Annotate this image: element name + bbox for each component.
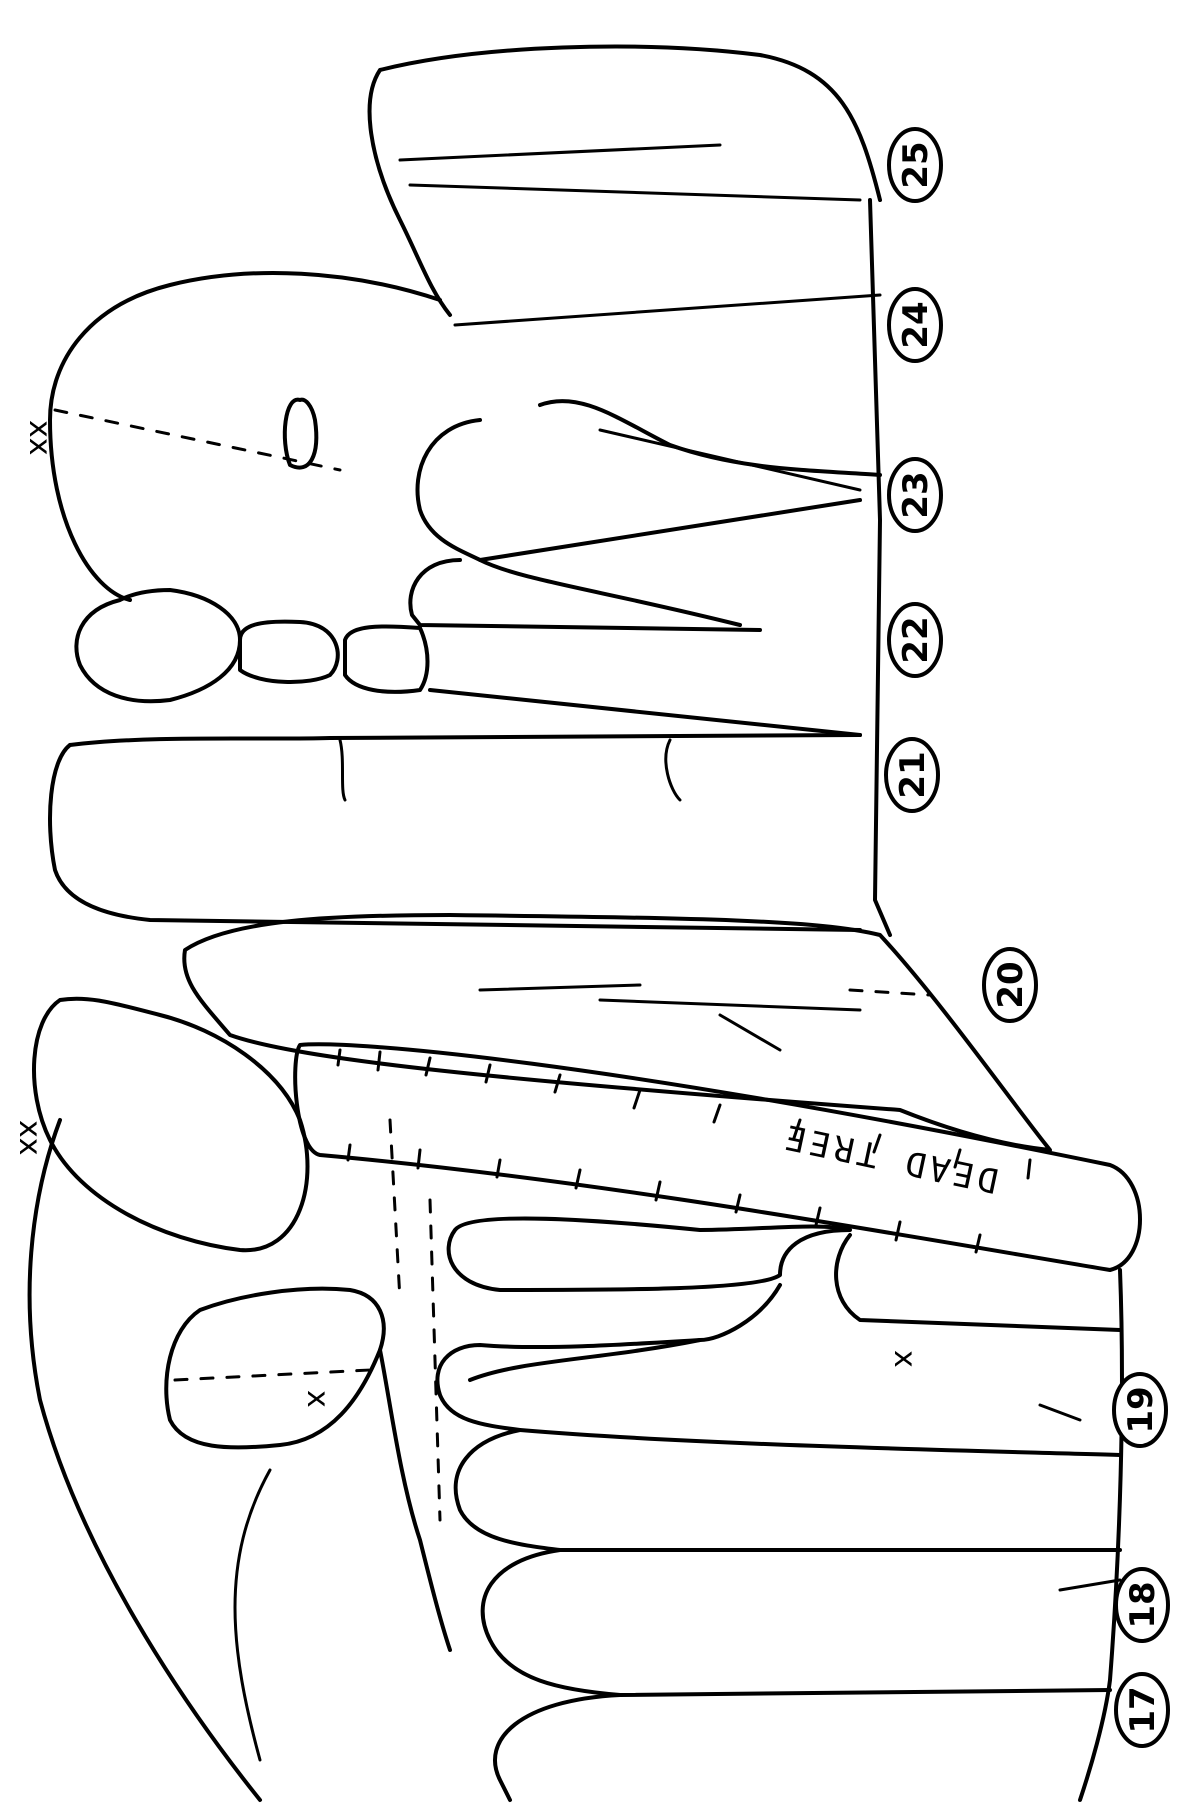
svg-text:22: 22 — [896, 616, 936, 663]
x-mark-top: xx — [22, 420, 57, 456]
dead-tree-log — [295, 1044, 1140, 1270]
x-mark-middle: xx — [12, 1120, 47, 1156]
log-label: DEAD TREE — [778, 1115, 1002, 1200]
svg-text:20: 20 — [991, 961, 1031, 1008]
stone-label-17: 17 — [1116, 1674, 1168, 1746]
upper-rock-formation — [50, 47, 1050, 1150]
lower-rock-formation — [30, 999, 1122, 1800]
x-mark-lower-left: x — [300, 1390, 335, 1408]
svg-text:23: 23 — [896, 471, 936, 518]
stone-label-25: 25 — [889, 129, 941, 201]
svg-text:19: 19 — [1121, 1386, 1161, 1433]
stone-label-22: 22 — [889, 604, 941, 676]
x-mark-lower-right: x — [887, 1350, 922, 1368]
svg-text:17: 17 — [1123, 1686, 1163, 1733]
stone-label-19: 19 — [1114, 1374, 1166, 1446]
stone-label-24: 24 — [889, 289, 941, 361]
svg-text:24: 24 — [896, 301, 936, 348]
svg-text:25: 25 — [896, 141, 936, 188]
svg-text:21: 21 — [893, 751, 933, 798]
stone-label-20: 20 — [984, 949, 1036, 1021]
stone-label-23: 23 — [889, 459, 941, 531]
stone-labels: 25 24 23 22 21 20 19 18 — [886, 129, 1168, 1746]
stone-label-21: 21 — [886, 739, 938, 811]
svg-text:18: 18 — [1123, 1581, 1163, 1628]
stone-label-18: 18 — [1116, 1569, 1168, 1641]
